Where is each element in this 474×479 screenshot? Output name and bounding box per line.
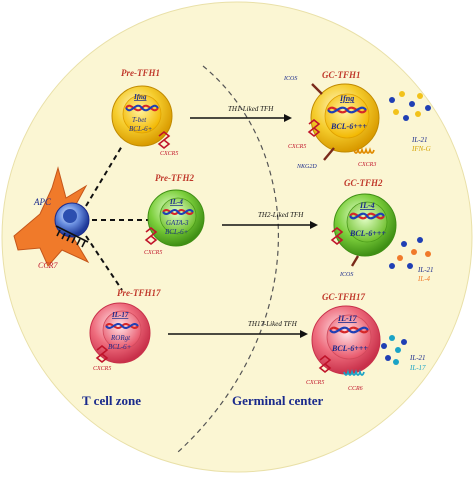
- gc-tfh1-cxcr3-label: CXCR3: [358, 162, 376, 168]
- pre-tfh2-cytokine: IL-4: [169, 198, 183, 206]
- ccr7-label: CCR7: [38, 261, 59, 270]
- tcr-receptor-comb: [55, 225, 89, 248]
- gc-tfh17-ccr6-label: CCR6: [348, 386, 363, 392]
- gc-tfh17-secreted-dots: [381, 335, 407, 365]
- differentiation-dashed-links: [85, 145, 150, 291]
- zone-boundary-line: [177, 65, 280, 453]
- pre-tfh17-cytokine: IL-17: [111, 311, 129, 319]
- gc-tfh2-cytokine: IL-4: [359, 201, 375, 210]
- gc-tfh17-title: GC-TFH17: [322, 292, 366, 302]
- pre-tfh1-title: Pre-TFH1: [121, 68, 160, 78]
- gc-tfh1-cytokine: Ifng: [339, 94, 354, 103]
- gc-tfh2-output-il21: IL-21: [417, 266, 434, 274]
- gc-tfh1-nucleus: [324, 93, 370, 139]
- gc-tfh17-nucleus: [326, 314, 372, 360]
- th17-arrow-label: TH17-Liked TFH: [248, 320, 298, 328]
- pre-tfh17-cxcr5-receptor: [95, 344, 109, 364]
- pre-tfh2-cxcr5-label: CXCR5: [144, 250, 162, 256]
- gc-tfh1-cxcr3-receptor: [353, 147, 375, 154]
- pre-tfh17-cxcr5-label: CXCR5: [93, 366, 111, 372]
- th1-arrow-label: TH1-Liked TFH: [228, 105, 274, 113]
- gc-tfh2-icos-label: ICOS: [339, 272, 353, 278]
- gc-tfh1-secreted-dots: [389, 91, 431, 121]
- gc-tfh17-output-il21: IL-21: [409, 354, 426, 362]
- gc-tfh1-cxcr5-label: CXCR5: [288, 144, 306, 150]
- gc-tfh1-icos-label: ICOS: [283, 76, 297, 82]
- pre-tfh2-bcl: BCL-6+: [165, 228, 189, 236]
- gc-tfh17-cytokine: IL-17: [337, 314, 358, 323]
- gc-tfh2-dna-blue: [349, 212, 385, 220]
- th2-arrow-label: TH2-Liked TFH: [258, 211, 304, 219]
- pre-tfh17-title: Pre-TFH17: [117, 288, 161, 298]
- gc-tfh1-nkg2d-receptor: [323, 147, 335, 161]
- gc-tfh2-nucleus: [346, 201, 388, 243]
- t-cell-zone-label: T cell zone: [82, 393, 141, 408]
- gc-tfh1-icos-receptor: [311, 83, 323, 95]
- gc-tfh17-dna-blue: [329, 326, 369, 334]
- pre-tfh17-bcl: BCL-6+: [108, 343, 132, 351]
- gc-tfh17-ccr6-receptor: [343, 369, 365, 376]
- gc-tfh1-output-il21: IL-21: [411, 136, 428, 144]
- apc-label: APC: [33, 197, 52, 207]
- pre-tfh2-tf: GATA-3: [166, 219, 189, 227]
- pre-tfh1-cxcr5-receptor: [157, 130, 171, 150]
- gc-tfh2-icos-receptor: [350, 255, 360, 267]
- pre-tfh17-dna-blue: [105, 323, 139, 329]
- gc-tfh2-secreted-dots: [389, 237, 431, 269]
- pre-tfh2-dna-blue: [162, 209, 194, 215]
- gc-tfh17-cxcr5-receptor: [318, 354, 332, 374]
- pre-tfh17-nucleus: [102, 310, 142, 350]
- naive-t-cell-nucleus: [63, 209, 77, 223]
- pre-tfh1-tf: T-bet: [132, 116, 147, 124]
- gc-tfh1-title: GC-TFH1: [322, 70, 361, 80]
- gc-tfh17-output-il17: IL-17: [409, 364, 426, 372]
- pre-tfh1-dna-blue: [125, 104, 159, 112]
- gc-tfh2-title: GC-TFH2: [344, 178, 383, 188]
- pre-tfh2-nucleus: [159, 197, 197, 235]
- gc-tfh1-nkg2d-label: NKG2D: [296, 164, 317, 170]
- gc-tfh2-cxcr5-receptor: [330, 226, 344, 246]
- pre-tfh1-nucleus: [122, 94, 162, 134]
- gc-tfh2-bcl: BCL-6+++: [349, 229, 386, 238]
- gc-tfh17-cxcr5-label: CXCR5: [306, 380, 324, 386]
- pre-tfh1-bcl: BCL-6+: [129, 125, 153, 133]
- gc-tfh1-output-ifng: IFN-G: [411, 145, 431, 153]
- pre-tfh1-cxcr5-label: CXCR5: [160, 151, 178, 157]
- pre-tfh1-cytokine: Ifng: [133, 93, 147, 101]
- gc-tfh1-bcl: BCL-6+++: [330, 122, 367, 131]
- pre-tfh2-cxcr5-receptor: [144, 226, 158, 246]
- gc-tfh1-cxcr5-receptor: [307, 118, 321, 138]
- gc-tfh1-dna-blue: [327, 106, 367, 114]
- germinal-center-label: Germinal center: [232, 393, 324, 408]
- pre-tfh2-title: Pre-TFH2: [155, 173, 194, 183]
- gc-tfh17-bcl: BCL-6+++: [331, 344, 368, 353]
- gc-tfh2-output-il4: IL-4: [417, 275, 431, 283]
- pre-tfh17-tf: RORgt: [110, 334, 131, 342]
